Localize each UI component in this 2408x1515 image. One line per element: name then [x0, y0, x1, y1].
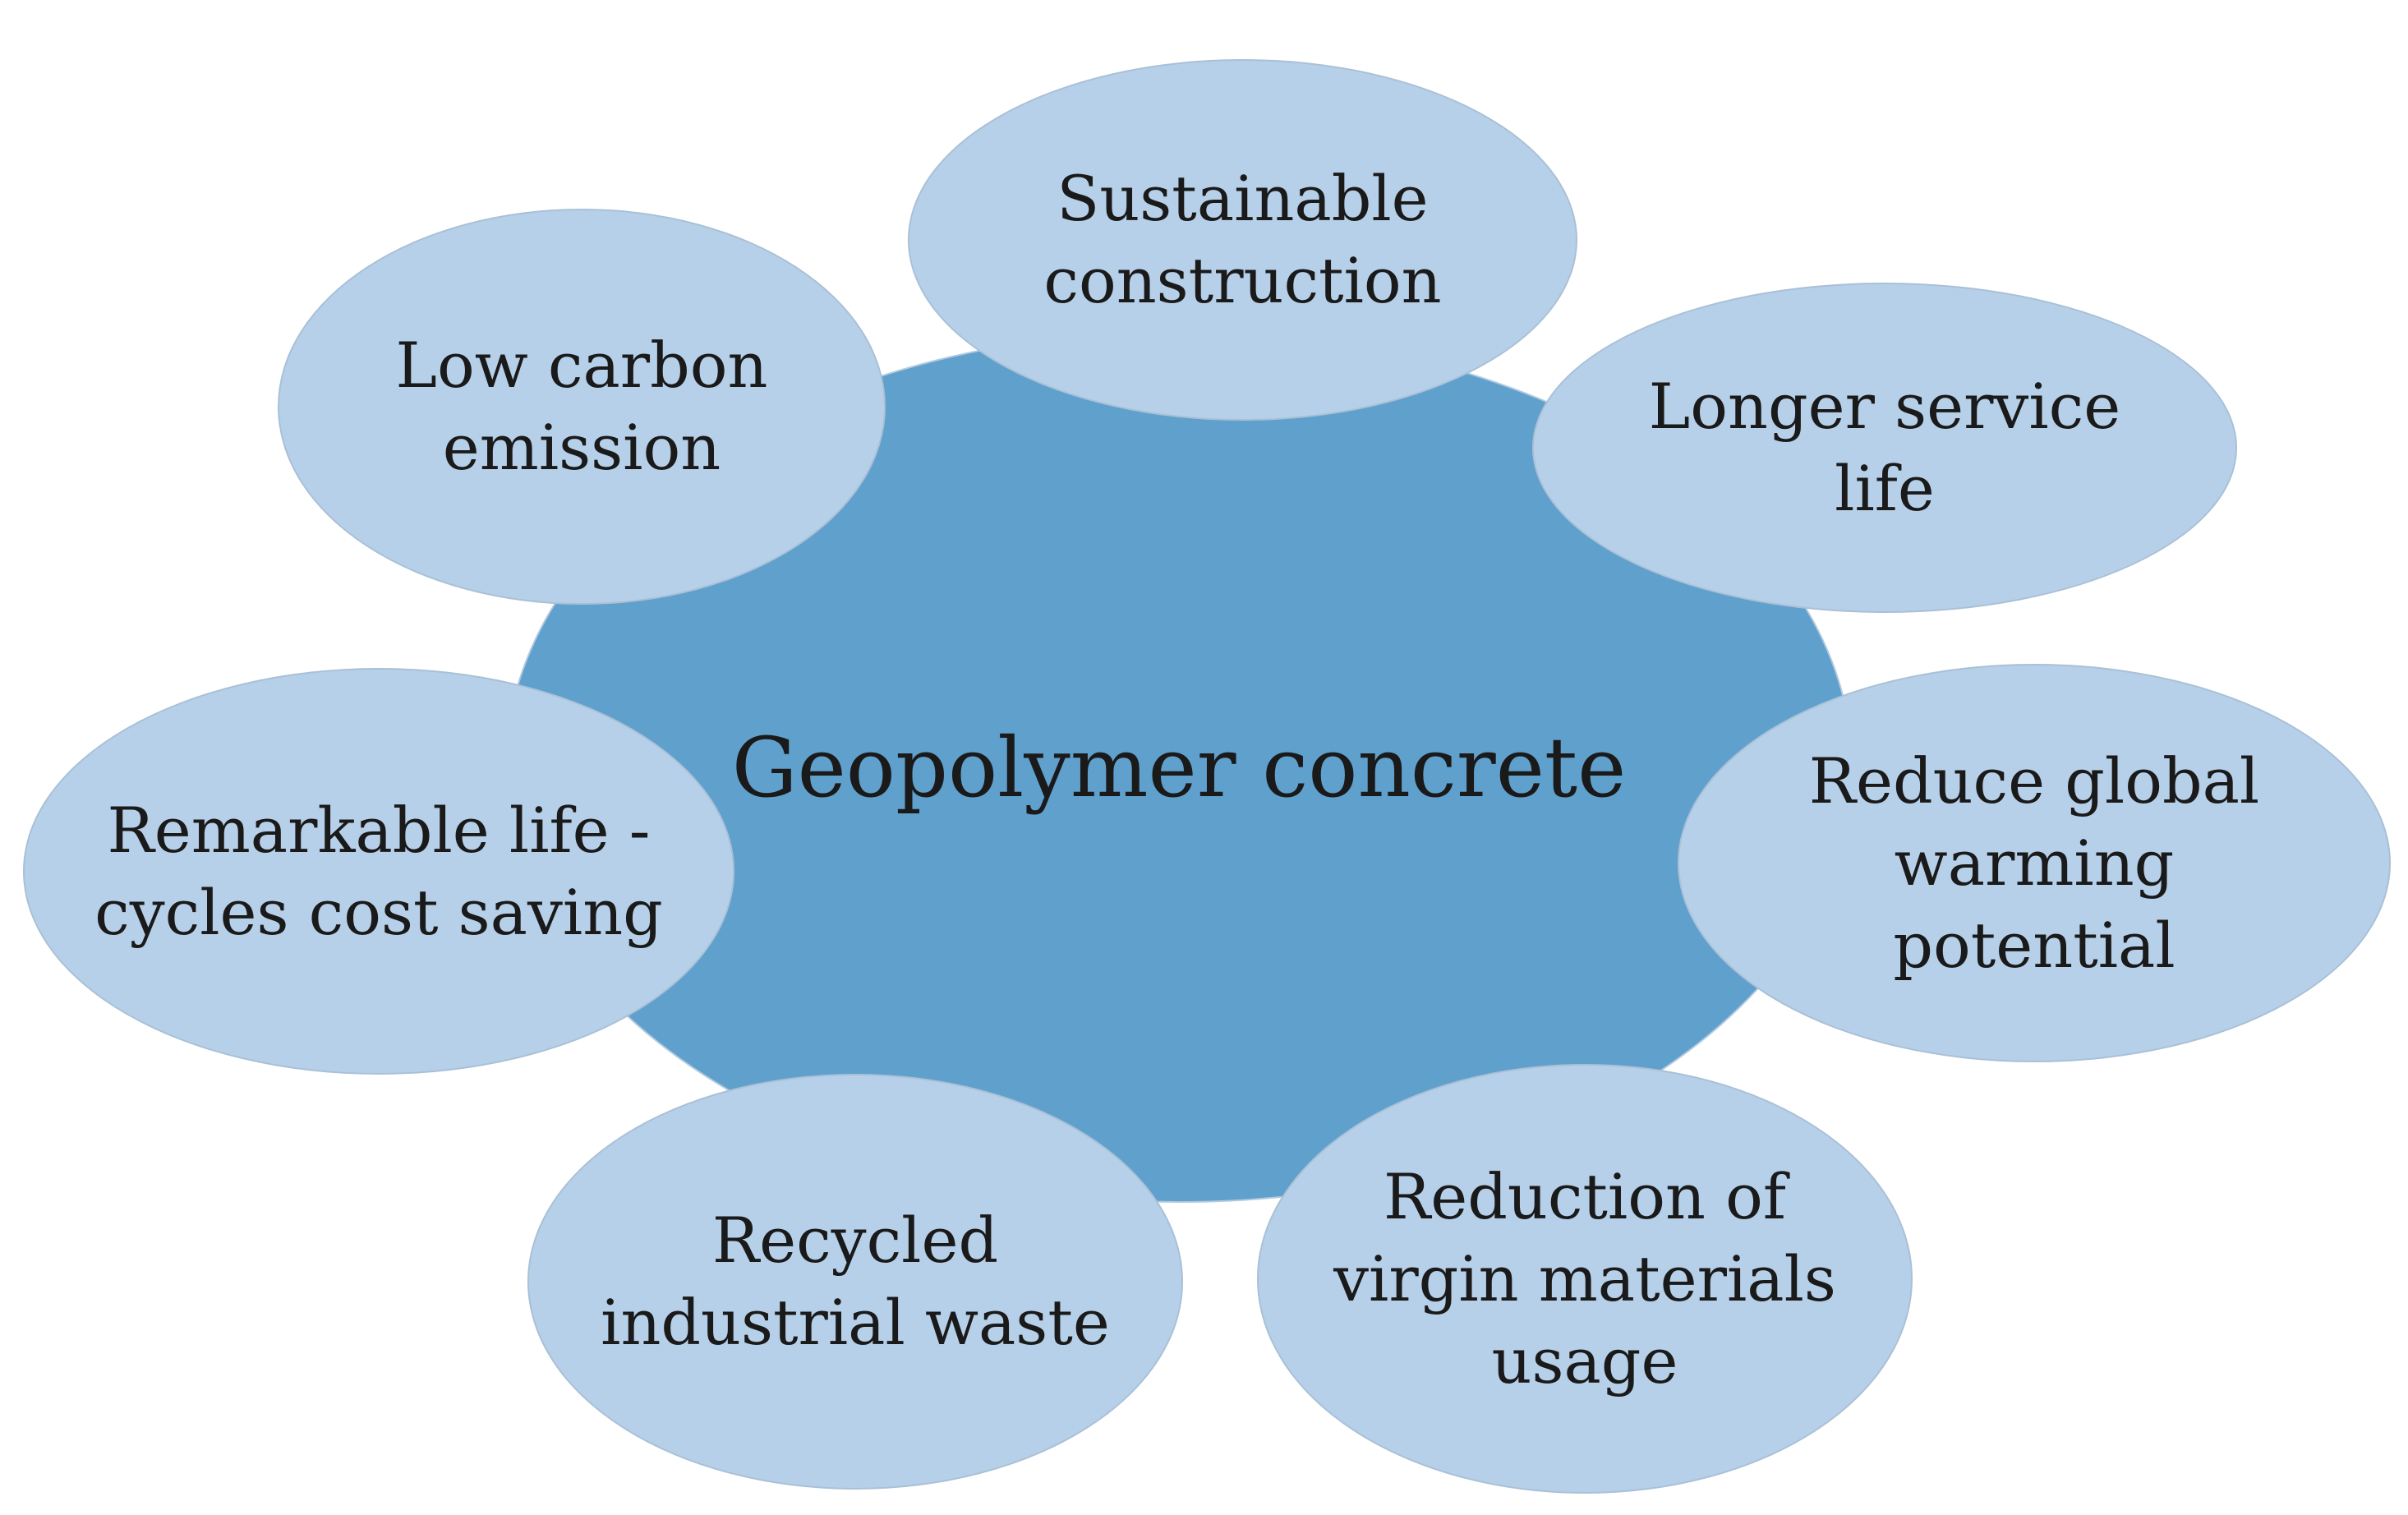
node-label: Reduce global warming potential	[1808, 744, 2260, 982]
node-label: Longer service life	[1648, 370, 2121, 525]
node-label: Recycled industrial waste	[601, 1204, 1110, 1359]
center-label: Geopolymer concrete	[731, 720, 1627, 816]
node-longer-service-life: Longer service life	[1532, 283, 2237, 613]
node-label: Remarkable life - cycles cost saving	[94, 793, 663, 949]
node-label: Low carbon emission	[395, 329, 768, 484]
node-low-carbon-emission: Low carbon emission	[278, 209, 886, 605]
node-sustainable-construction: Sustainable construction	[908, 59, 1577, 421]
node-reduction-virgin-materials: Reduction of virgin materials usage	[1257, 1064, 1913, 1494]
node-label: Sustainable construction	[1043, 162, 1442, 317]
node-label: Reduction of virgin materials usage	[1333, 1159, 1836, 1398]
node-life-cycle-cost-saving: Remarkable life - cycles cost saving	[23, 668, 734, 1075]
node-recycled-industrial-waste: Recycled industrial waste	[527, 1074, 1183, 1490]
node-reduce-global-warming: Reduce global warming potential	[1678, 664, 2391, 1062]
